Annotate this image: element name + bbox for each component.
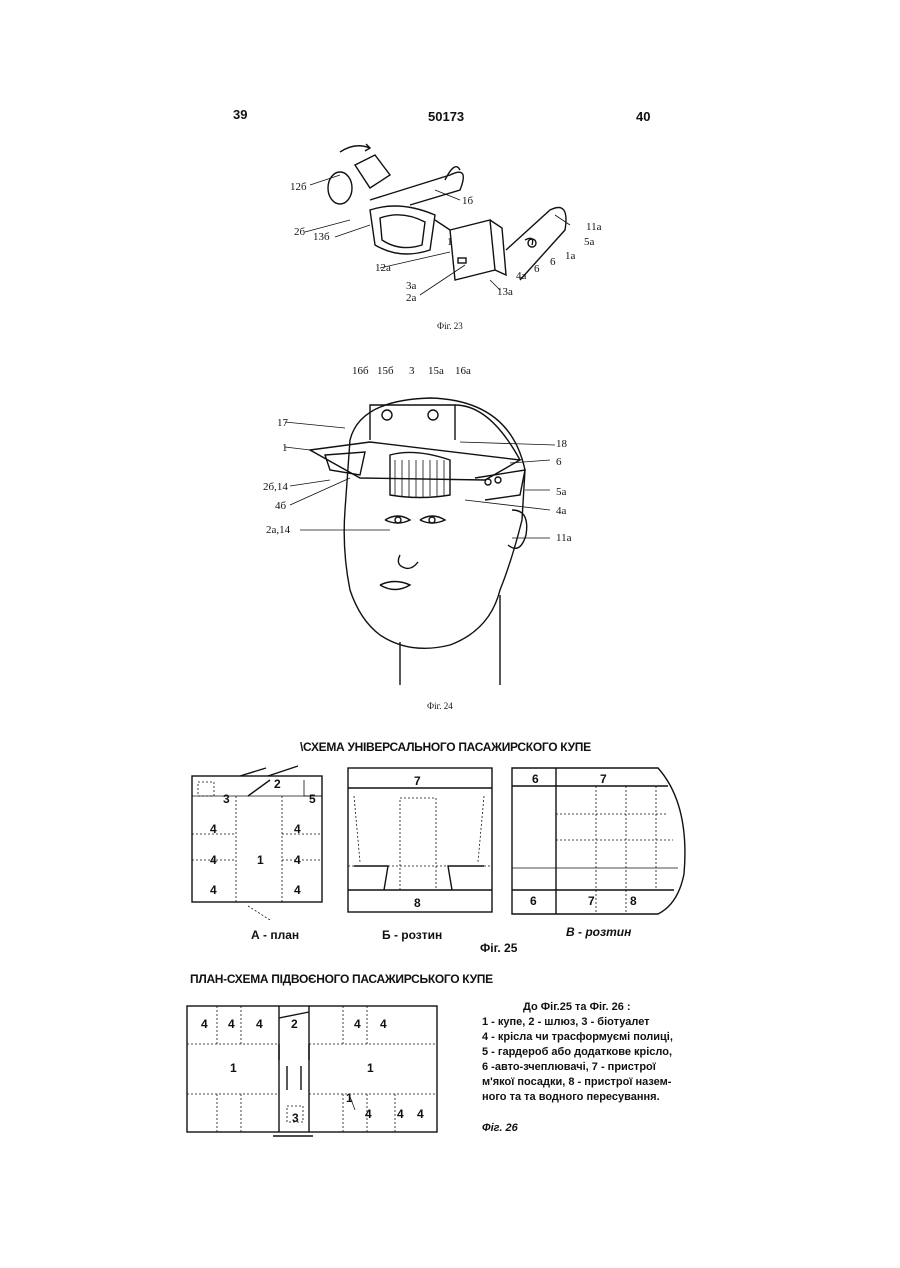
fig23-label: 5а: [584, 236, 594, 248]
fig23-label: 6: [550, 256, 556, 268]
fig26-label: 4: [256, 1017, 263, 1031]
fig23-label: 2б: [294, 226, 305, 238]
fig24-label: 18: [556, 438, 567, 450]
fig23-label: 13а: [497, 286, 513, 298]
fig26-label: 2: [291, 1017, 298, 1031]
fig25-section-v-label: 7: [600, 772, 607, 786]
fig25-section-v-caption: В - розтин: [566, 925, 631, 939]
fig25-plan-label: 4: [294, 883, 301, 897]
fig24-label: 11а: [556, 532, 571, 544]
fig25-section-b-label: 7: [414, 774, 421, 788]
legend-line: 6 -авто-зчеплювачі, 7 - пристрої: [482, 1060, 656, 1075]
fig26-caption: Фіг. 26: [482, 1121, 518, 1136]
fig24-caption: Фіг. 24: [427, 701, 453, 711]
fig24-label: 5а: [556, 486, 566, 498]
fig24-label: 2а,14: [266, 524, 290, 536]
fig25-plan-label: 4: [294, 853, 301, 867]
fig26-label: 4: [380, 1017, 387, 1031]
left-page-number: 39: [233, 107, 247, 122]
fig25-plan-label: 2: [274, 777, 281, 791]
fig25-section-b-drawing: [344, 766, 494, 916]
fig25-plan-drawing: [188, 764, 328, 924]
legend-heading: До Фіг.25 та Фіг. 26 :: [523, 1000, 631, 1015]
fig26-label: 3: [292, 1111, 299, 1125]
fig25-plan-label: 4: [210, 883, 217, 897]
fig26-label: 4: [397, 1107, 404, 1121]
fig23-label: 3а: [406, 280, 416, 292]
fig25-plan-label: 5: [309, 792, 316, 806]
fig25-plan-label: 1: [257, 853, 264, 867]
fig25-section-v-label: 8: [630, 894, 637, 908]
fig25-plan-caption: А - план: [251, 928, 299, 942]
fig26-title: ПЛАН-СХЕМА ПІДВОЄНОГО ПАСАЖИРСЬКОГО КУПЕ: [190, 972, 493, 986]
fig25-section-v-label: 6: [532, 772, 539, 786]
fig25-plan-label: 4: [294, 822, 301, 836]
fig24-label: 15а: [428, 365, 444, 377]
fig23-caption: Фіг. 23: [437, 321, 463, 331]
legend-line: ного та та водного пересування.: [482, 1090, 660, 1105]
fig24-label: 2б,14: [263, 481, 288, 493]
legend-line: 1 - купе, 2 - шлюз, 3 - біотуалет: [482, 1015, 650, 1030]
fig23-label: 12б: [290, 181, 307, 193]
fig26-label: 1: [367, 1061, 374, 1075]
fig26-label: 4: [228, 1017, 235, 1031]
fig23-label: 2а: [406, 292, 416, 304]
fig23-glasses-drawing: [270, 140, 630, 320]
fig25-plan-label: 3: [223, 792, 230, 806]
fig24-head-drawing: [250, 360, 590, 700]
fig24-label: 4б: [275, 500, 286, 512]
fig24-label: 3: [409, 365, 415, 377]
legend-line: м'якої посадки, 8 - пристрої назем-: [482, 1075, 671, 1090]
fig25-title: \СХЕМА УНІВЕРСАЛЬНОГО ПАСАЖИРСКОГО КУПЕ: [300, 740, 591, 754]
fig24-label: 15б: [377, 365, 394, 377]
fig23-label: 11а: [586, 221, 601, 233]
fig23-label: 1б: [462, 195, 473, 207]
fig24-label: 16а: [455, 365, 471, 377]
fig25-caption: Фіг. 25: [480, 941, 517, 955]
fig24-label: 16б: [352, 365, 369, 377]
fig23-label: 4а: [516, 270, 526, 282]
fig25-plan-label: 4: [210, 822, 217, 836]
right-page-number: 40: [636, 109, 650, 124]
legend-line: 4 - крісла чи трасформуємі полиці,: [482, 1030, 673, 1045]
fig26-label: 4: [201, 1017, 208, 1031]
fig25-section-b-caption: Б - розтин: [382, 928, 442, 942]
fig25-section-v-label: 6: [530, 894, 537, 908]
fig23-label: 1: [447, 236, 453, 248]
patent-number: 50173: [428, 109, 464, 124]
fig23-label: 13б: [313, 231, 330, 243]
fig26-label: 4: [354, 1017, 361, 1031]
legend-line: 5 - гардероб або додаткове крісло,: [482, 1045, 672, 1060]
fig23-label: 6: [534, 263, 540, 275]
fig26-label: 4: [365, 1107, 372, 1121]
fig24-label: 6: [556, 456, 562, 468]
fig26-label: 1: [346, 1091, 353, 1105]
fig26-label: 1: [230, 1061, 237, 1075]
fig24-label: 1: [282, 442, 288, 454]
fig24-label: 4а: [556, 505, 566, 517]
fig23-label: 12а: [375, 262, 391, 274]
fig25-section-b-label: 8: [414, 896, 421, 910]
fig25-section-v-label: 7: [588, 894, 595, 908]
fig23-label: 1а: [565, 250, 575, 262]
fig25-plan-label: 4: [210, 853, 217, 867]
fig26-label: 4: [417, 1107, 424, 1121]
fig24-label: 17: [277, 417, 288, 429]
